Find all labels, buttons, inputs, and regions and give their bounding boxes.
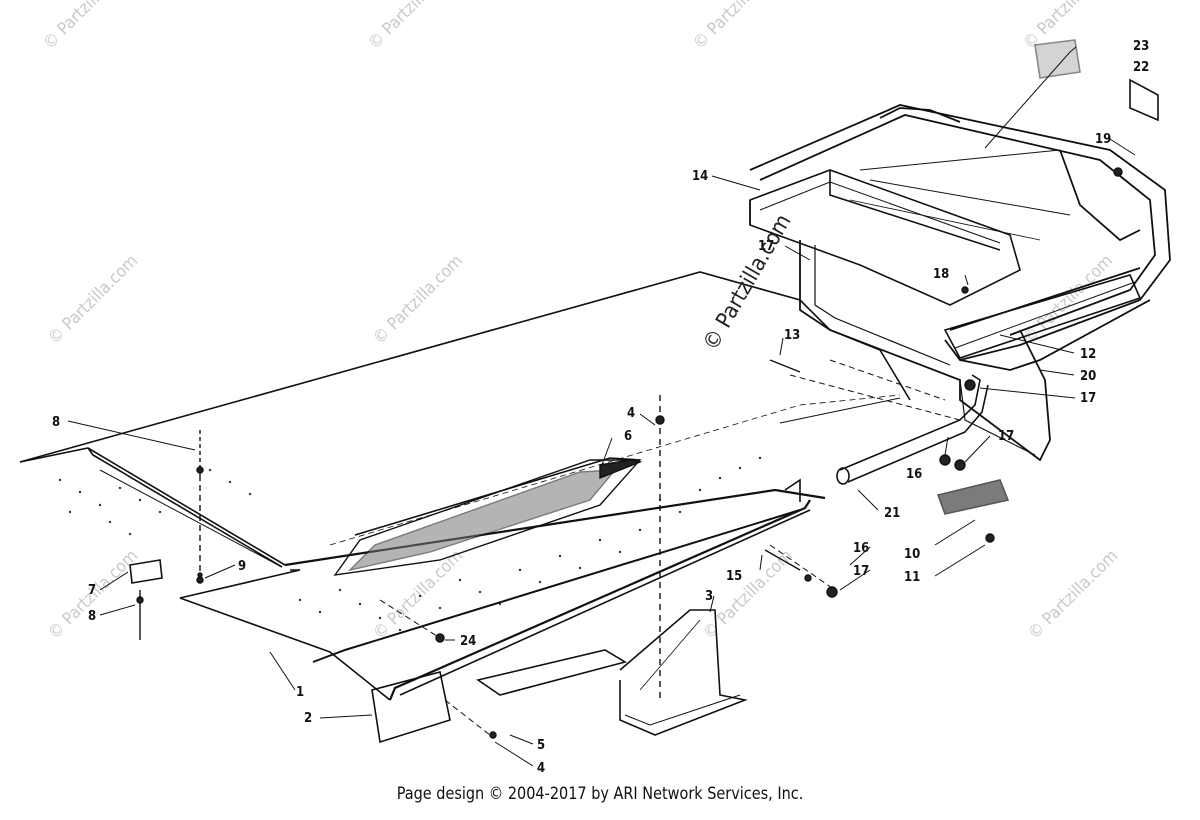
callout-17: 17 xyxy=(998,429,1014,444)
bracket-plate xyxy=(749,169,1021,306)
callout-17: 17 xyxy=(853,564,869,579)
callout-2: 2 xyxy=(304,711,312,726)
callout-24: 24 xyxy=(460,634,476,649)
callout-10: 10 xyxy=(904,547,920,562)
callout-1: 1 xyxy=(296,685,304,700)
callout-labels: 1 2 3 4 4 5 6 7 8 8 9 10 11 12 13 14 15 … xyxy=(52,39,1149,776)
rear-frame xyxy=(799,240,1051,462)
callout-21: 21 xyxy=(884,506,900,521)
side-decal xyxy=(333,457,643,576)
watermarks: © Partzilla.com © Partzilla.com © Partzi… xyxy=(39,0,1122,644)
callout-6: 6 xyxy=(624,429,632,444)
fasteners xyxy=(136,167,1123,739)
callout-5: 5 xyxy=(537,738,545,753)
callout-16: 16 xyxy=(853,541,869,556)
callout-16: 16 xyxy=(906,467,922,482)
watermark: © Partzilla.com xyxy=(39,0,137,54)
side-bracket xyxy=(619,609,748,736)
callout-20: 20 xyxy=(1080,369,1096,384)
callout-19: 19 xyxy=(1095,132,1111,147)
callout-9: 9 xyxy=(238,559,246,574)
callout-18: 18 xyxy=(933,267,949,282)
callout-4: 4 xyxy=(537,761,545,776)
callout-17: 17 xyxy=(1080,391,1096,406)
callout-17: 17 xyxy=(758,239,774,254)
rivet-dots xyxy=(58,456,762,632)
callout-3: 3 xyxy=(705,589,713,604)
callout-8: 8 xyxy=(88,609,96,624)
support-tube xyxy=(836,374,989,485)
callout-7: 7 xyxy=(88,583,96,598)
leader-lines xyxy=(67,46,1136,767)
callout-8: 8 xyxy=(52,415,60,430)
callout-12: 12 xyxy=(1080,347,1096,362)
page-footer: Page design © 2004-2017 by ARI Network S… xyxy=(396,784,804,804)
callout-4: 4 xyxy=(627,406,635,421)
callout-11: 11 xyxy=(904,570,920,585)
watermark: © Partzilla.com xyxy=(369,251,467,349)
watermark: © Partzilla.com xyxy=(689,0,787,54)
callout-13: 13 xyxy=(784,328,800,343)
watermark: © Partzilla.com xyxy=(1024,546,1122,644)
small-parts xyxy=(129,39,1159,744)
install-lines xyxy=(379,359,961,736)
callout-22: 22 xyxy=(1133,60,1149,75)
callout-15: 15 xyxy=(726,569,742,584)
callout-23: 23 xyxy=(1133,39,1149,54)
watermark: © Partzilla.com xyxy=(364,0,462,54)
watermark-large: © Partzilla.com xyxy=(699,210,797,355)
watermark: © Partzilla.com xyxy=(44,251,142,349)
callout-14: 14 xyxy=(692,169,708,184)
